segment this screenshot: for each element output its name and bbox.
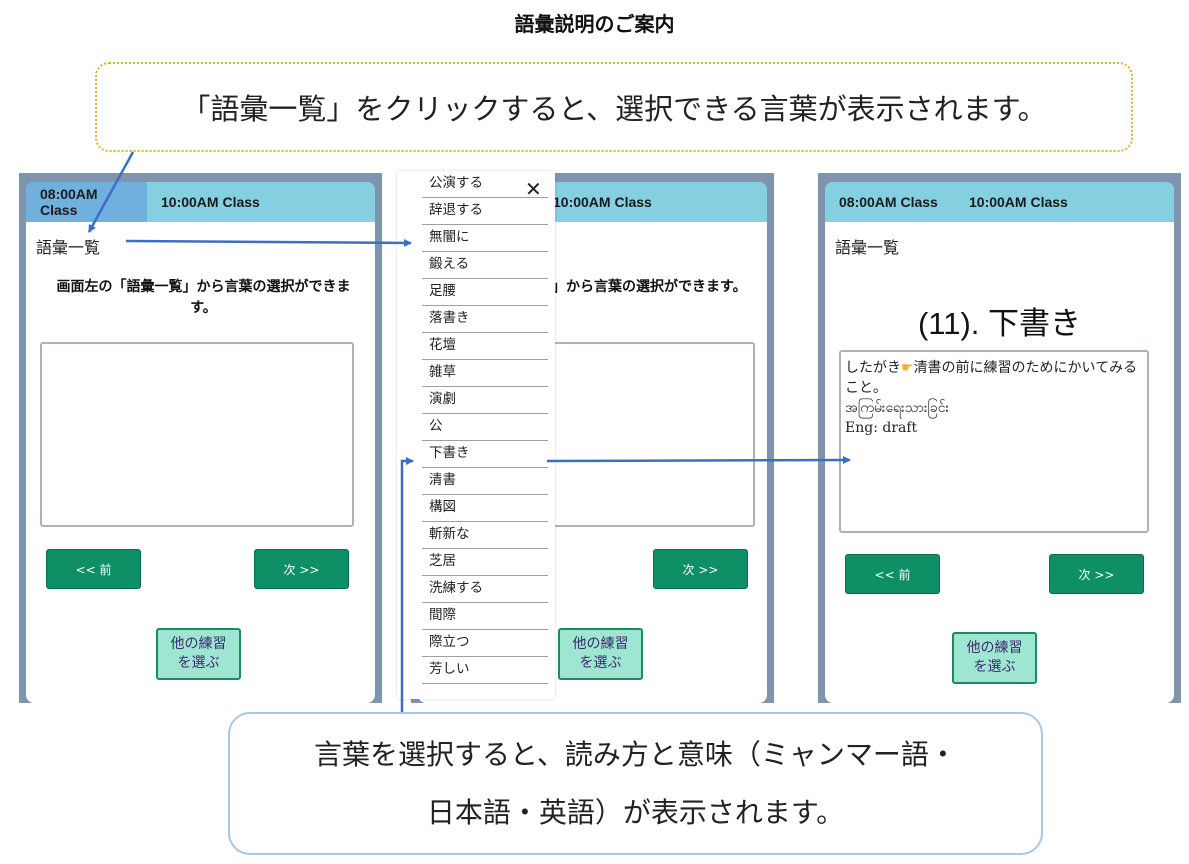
myanmar-meaning: အကြမ်းရေးသားခြင်း: [845, 400, 950, 416]
app-screen: 08:00AM Class 10:00AM Class 語彙一覧 画面左の「語彙…: [26, 182, 375, 703]
dropdown-item[interactable]: 鍛える: [422, 252, 548, 279]
dropdown-item[interactable]: 落書き: [422, 306, 548, 333]
definition-text: したがき☛清書の前に練習のためにかいてみること。 အကြမ်းရေးသားခြင…: [841, 352, 1147, 444]
pointing-hand-icon: ☛: [901, 360, 914, 376]
dropdown-item[interactable]: 清書: [422, 468, 548, 495]
app-screen: 08:00AM Class 10:00AM Class 語彙一覧 (11). 下…: [825, 182, 1174, 703]
tab-1000-class[interactable]: 10:00AM Class: [553, 194, 652, 210]
definition-box: [538, 342, 755, 527]
next-button[interactable]: 次 >>: [254, 549, 349, 589]
tab-bar: 08:00AM Class 10:00AM Class: [825, 182, 1174, 222]
word-title: (11). 下書き: [917, 306, 1082, 341]
definition-box: したがき☛清書の前に練習のためにかいてみること。 အကြမ်းရေးသားခြင…: [839, 350, 1149, 533]
tab-bar: 08:00AM Class 10:00AM Class: [26, 182, 375, 222]
callout-bottom-line2: 日本語・英語）が表示されます。: [426, 795, 845, 829]
vocab-list-link[interactable]: 語彙一覧: [36, 238, 101, 257]
other-exercise-button[interactable]: 他の練習を選ぶ: [952, 632, 1037, 684]
dropdown-item[interactable]: 公演する: [422, 171, 548, 198]
dropdown-item[interactable]: 洗練する: [422, 576, 548, 603]
other-exercise-label: 他の練習を選ぶ: [966, 640, 1023, 675]
tab-1000-class[interactable]: 10:00AM Class: [161, 194, 260, 210]
dropdown-item[interactable]: 公: [422, 414, 548, 441]
arrow-bottom-callout-to-item: [400, 457, 414, 712]
arrow-vocab-link-to-dropdown: [125, 238, 412, 247]
page-title: 語彙説明のご案内: [514, 12, 675, 36]
definition-box: [40, 342, 354, 527]
dropdown-item[interactable]: 構図: [422, 495, 548, 522]
dropdown-item[interactable]: 無闇に: [422, 225, 548, 252]
callout-bottom-line1: 言葉を選択すると、読み方と意味（ミャンマー語・: [314, 737, 957, 771]
dropdown-item[interactable]: 足腰: [422, 279, 548, 306]
dropdown-item[interactable]: 芝居: [422, 549, 548, 576]
dropdown-item[interactable]: 花壇: [422, 333, 548, 360]
prev-button[interactable]: << 前: [845, 554, 940, 594]
vocab-dropdown: ✕ 公演する 辞退する 無闇に 鍛える 足腰 落書き 花壇 雑草 演劇 公 下書…: [397, 171, 555, 699]
japanese-meaning: 清書の前に練習のためにかいてみること。: [845, 360, 1138, 396]
prev-button[interactable]: << 前: [46, 549, 141, 589]
vocab-list-link[interactable]: 語彙一覧: [835, 238, 900, 257]
dropdown-item[interactable]: 斬新な: [422, 522, 548, 549]
tab-0800-class[interactable]: 08:00AM Class: [839, 194, 938, 210]
dropdown-item[interactable]: 間際: [422, 603, 548, 630]
arrow-selected-item-to-detail: [546, 456, 851, 465]
close-icon[interactable]: ✕: [525, 177, 542, 201]
callout-top: 「語彙一覧」をクリックすると、選択できる言葉が表示されます。: [95, 62, 1133, 152]
other-exercise-label: 他の練習を選ぶ: [572, 636, 629, 671]
english-meaning: Eng: draft: [845, 420, 918, 436]
dropdown-item[interactable]: 芳しい: [422, 657, 548, 684]
dropdown-item[interactable]: 辞退する: [422, 198, 548, 225]
callout-top-text: 「語彙一覧」をクリックすると、選択できる言葉が表示されます。: [181, 92, 1047, 126]
other-exercise-button[interactable]: 他の練習を選ぶ: [558, 628, 643, 680]
next-button[interactable]: 次 >>: [653, 549, 748, 589]
reading-text: したがき: [845, 360, 901, 376]
tab-0800-class[interactable]: 08:00AM Class: [26, 182, 147, 222]
phone-screen-right: 08:00AM Class 10:00AM Class 語彙一覧 (11). 下…: [818, 173, 1181, 703]
instruction-text: 画面左の「語彙一覧」から言葉の選択ができます。: [56, 279, 351, 316]
tab-1000-class[interactable]: 10:00AM Class: [969, 194, 1068, 210]
other-exercise-button[interactable]: 他の練習を選ぶ: [156, 628, 241, 680]
dropdown-item[interactable]: 際立つ: [422, 630, 548, 657]
dropdown-item[interactable]: 雑草: [422, 360, 548, 387]
next-button[interactable]: 次 >>: [1049, 554, 1144, 594]
callout-bottom: 言葉を選択すると、読み方と意味（ミャンマー語・ 日本語・英語）が表示されます。: [228, 712, 1043, 855]
other-exercise-label: 他の練習を選ぶ: [170, 636, 227, 671]
dropdown-item[interactable]: 演劇: [422, 387, 548, 414]
arrow-callout-to-vocab-link: [87, 151, 135, 233]
phone-screen-left: 08:00AM Class 10:00AM Class 語彙一覧 画面左の「語彙…: [19, 173, 382, 703]
dropdown-item-selected[interactable]: 下書き: [422, 441, 548, 468]
